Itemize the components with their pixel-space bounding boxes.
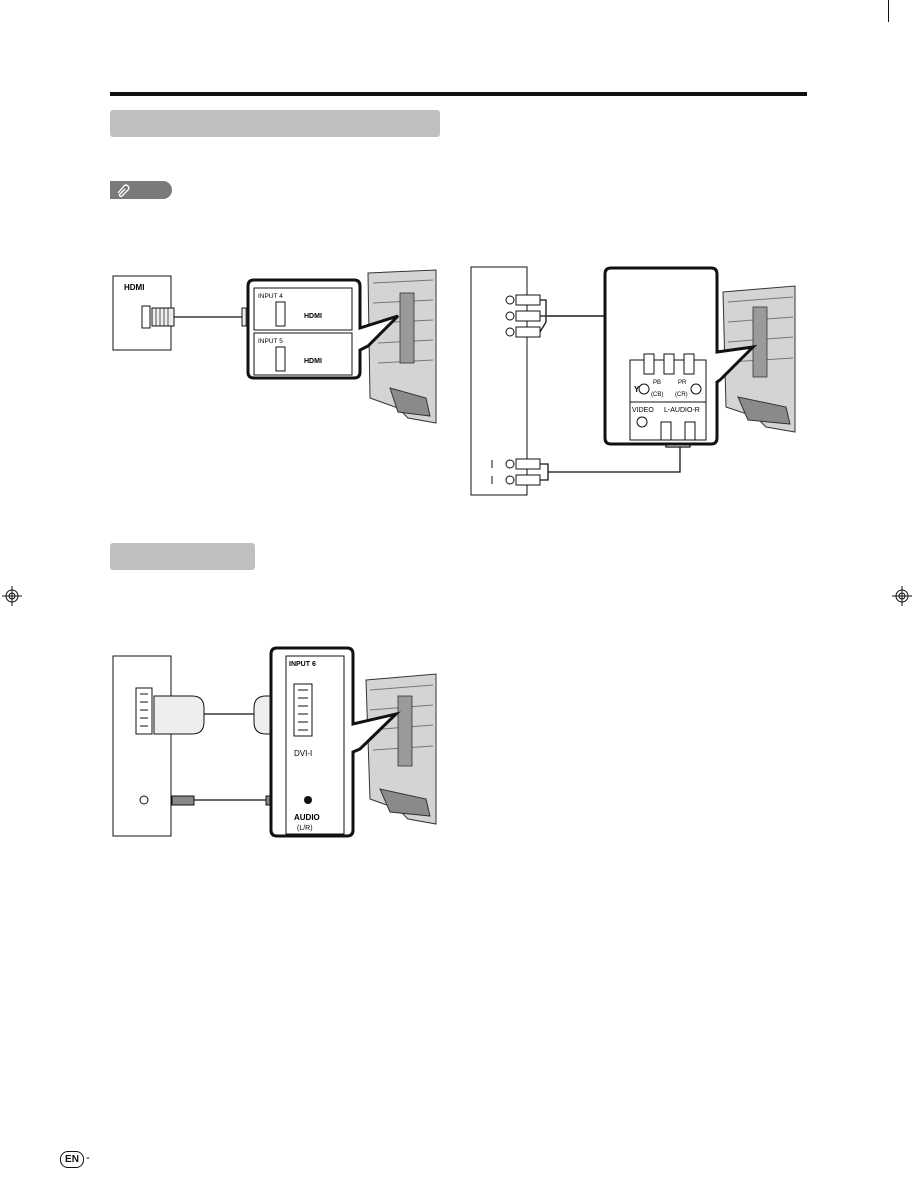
input5-hdmi-port [275, 346, 286, 372]
panel-rca-plugs [643, 353, 696, 441]
tv-dvi-port [293, 683, 313, 737]
dvi-plug [153, 695, 205, 735]
hdmi-connection-diagram: HDMI INPUT 4 HDMI INPUT 5 HDMI [112, 269, 437, 424]
audio-lr-label: L-AUDIO-R [664, 407, 700, 414]
pr-label: PR [678, 380, 687, 386]
external-device [112, 655, 172, 837]
tv-side-illustration [367, 269, 437, 424]
header-rule [110, 92, 807, 96]
input5-panel [253, 332, 353, 376]
language-badge: EN [60, 1151, 84, 1168]
pb-label: PB [653, 380, 661, 386]
video-jack [636, 416, 648, 428]
y-label: Y [634, 385, 640, 394]
cr-label: (CR) [675, 392, 688, 398]
video-label: VIDEO [632, 407, 654, 414]
device-audio-jack [139, 795, 149, 805]
device-hdmi-port [141, 305, 151, 329]
tv-audio-jack [304, 796, 312, 804]
input6-panel [285, 655, 345, 835]
input5-label: INPUT 5 [258, 338, 283, 345]
tv-side-illustration [722, 285, 796, 433]
input4-hdmi-port [275, 301, 286, 327]
paperclip-icon [117, 184, 130, 198]
hdmi-plug [151, 307, 175, 327]
input5-hdmi-label: HDMI [304, 358, 322, 365]
device-dvi-port [135, 687, 153, 735]
device-hdmi-label: HDMI [124, 283, 144, 292]
dvi-label: DVI-I [294, 749, 312, 758]
input6-label: INPUT 6 [289, 661, 316, 668]
crop-mark [888, 0, 889, 22]
component-connection-diagram: Y PB (CB) PR (CR) VIDEO L-AUDIO-R [470, 266, 796, 496]
page-number-dash: - [86, 1150, 90, 1164]
registration-mark-icon [2, 586, 22, 606]
component-out-jacks [491, 295, 515, 485]
audio-sub-label: (L/R) [297, 825, 313, 832]
input4-label: INPUT 4 [258, 293, 283, 300]
input4-hdmi-label: HDMI [304, 313, 322, 320]
dvi-connection-diagram: INPUT 6 DVI-I AUDIO (L/R) [112, 646, 437, 838]
section-header-hdmi [110, 110, 440, 137]
audio-plug [171, 795, 195, 806]
section-header-dvi [110, 543, 255, 570]
tv-side-illustration [365, 673, 437, 825]
cb-label: (CB) [651, 392, 663, 398]
input4-panel [253, 287, 353, 331]
registration-mark-icon [892, 586, 912, 606]
audio-label: AUDIO [294, 813, 320, 822]
note-tab [110, 181, 172, 199]
